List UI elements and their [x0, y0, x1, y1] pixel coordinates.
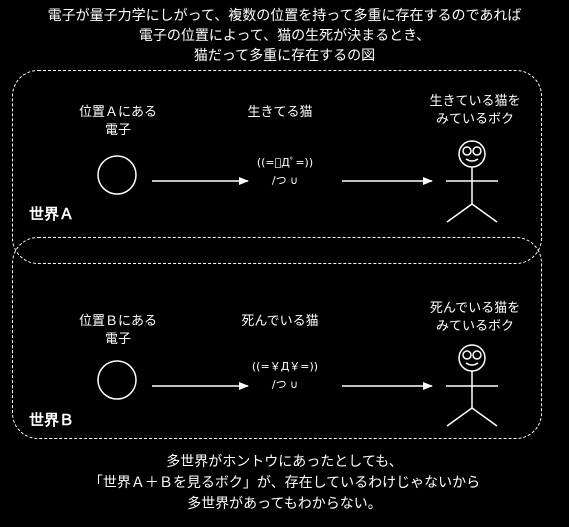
world-b-electron-icon — [97, 360, 137, 400]
world-a-electron-label: 位置Ａにある 電子 — [78, 105, 157, 138]
world-a-cat-label: 生きてる猫 — [247, 105, 313, 120]
world-a-frame — [12, 70, 542, 264]
world-a-observer-label: 生きている猫を みているボク — [429, 94, 521, 127]
footer-text: 多世界がホントウにあったとしても、 「世界Ａ＋Ｂを見るボク」が、存在しているわけ… — [88, 454, 481, 512]
world-b-label: 世界Ｂ — [29, 411, 75, 429]
world-a-cat-face: ((=ﾟДﾟ=)) /つ ∪ — [256, 156, 314, 187]
world-b-observer-label: 死んでいる猫を みているボク — [429, 301, 521, 334]
world-a-label: 世界Ａ — [29, 205, 75, 223]
world-b-cat-face: ((=￥Д￥=)) /つ ∪ — [251, 360, 319, 391]
world-b-frame — [12, 237, 542, 439]
header-text: 電子が量子力学にしがって、複数の位置を持って多重に存在するのであれば 電子の位置… — [47, 8, 522, 64]
world-a-observer-stick-figure-icon — [446, 140, 498, 223]
world-b-observer-stick-figure-icon — [446, 344, 498, 427]
world-a-electron-icon — [97, 155, 137, 195]
world-b-electron-label: 位置Ｂにある 電子 — [78, 314, 157, 347]
world-b-cat-label: 死んでいる猫 — [241, 314, 319, 329]
